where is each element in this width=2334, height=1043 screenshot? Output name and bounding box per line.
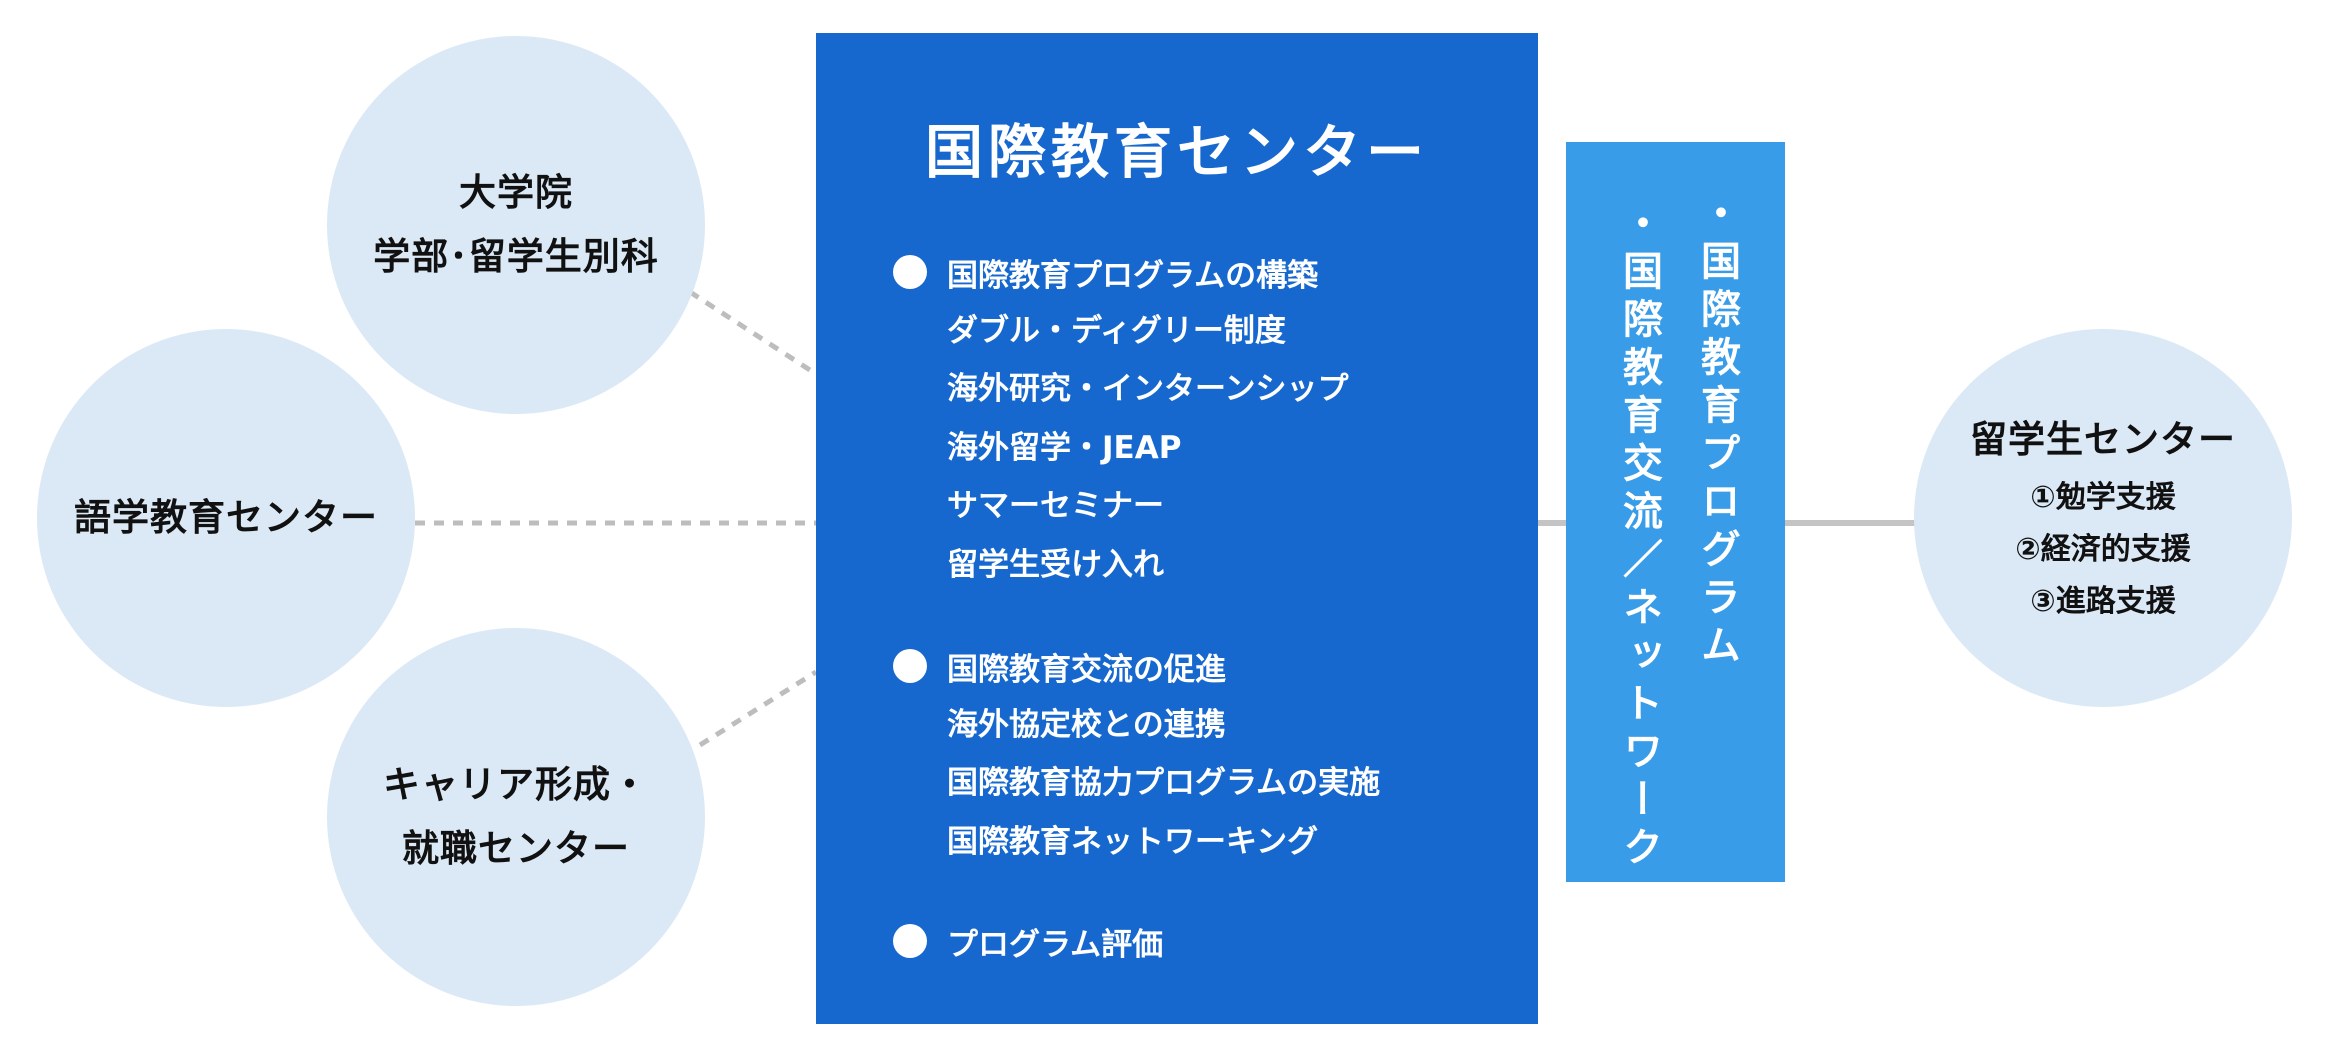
intl-circle-item-1: ①勉学支援 — [2030, 480, 2176, 515]
group-heading: 国際教育交流の促進 — [947, 651, 1226, 688]
graduate-undergrad-circle: 大学院 学部･留学生別科 — [327, 36, 705, 414]
grad-circle-line1: 大学院 — [459, 171, 573, 214]
intl-student-center-circle: 留学生センター ①勉学支援 ②経済的支援 ③進路支援 — [1914, 329, 2292, 707]
intl-circle-title: 留学生センター — [1970, 418, 2236, 461]
connector-career — [698, 669, 818, 748]
bullet-icon — [893, 649, 927, 684]
group-item: 海外留学・JEAP — [947, 429, 1182, 466]
intl-circle-item-2: ②経済的支援 — [2015, 532, 2191, 567]
career-circle-line1: キャリア形成・ — [383, 763, 649, 806]
group-item: サマーセミナー — [947, 488, 1164, 524]
group-item: ダブル・ディグリー制度 — [947, 312, 1286, 349]
career-center-circle: キャリア形成・ 就職センター — [327, 628, 705, 1006]
language-center-circle: 語学教育センター — [37, 329, 415, 707]
lang-circle-label: 語学教育センター — [74, 496, 378, 539]
group-item: 国際教育ネットワーキング — [947, 823, 1319, 860]
group-item: 国際教育協力プログラムの実施 — [947, 765, 1381, 801]
intl-education-center-box: 国際教育センター 国際教育プログラムの構築 ダブル・ディグリー制度 海外研究・イ… — [816, 33, 1538, 1024]
connector-grad — [688, 289, 818, 377]
grad-circle-line2: 学部･留学生別科 — [373, 235, 659, 278]
main-box-title: 国際教育センター — [924, 118, 1429, 186]
network-box: ・国際教育プログラム ・国際教育交流／ネットワーク — [1566, 142, 1785, 882]
network-program-label: ・国際教育プログラム — [1694, 192, 1740, 672]
bullet-icon — [893, 255, 927, 290]
group-item: 海外協定校との連携 — [947, 706, 1226, 743]
group-heading: 国際教育プログラムの構築 — [947, 257, 1319, 294]
network-exchange-label: ・国際教育交流／ネットワーク — [1616, 202, 1662, 874]
career-circle-line2: 就職センター — [402, 827, 630, 870]
group-exchange-promotion: 国際教育交流の促進 海外協定校との連携 国際教育協力プログラムの実施 国際教育ネ… — [893, 637, 1380, 871]
group-program-evaluation: プログラム評価 — [893, 912, 1163, 971]
group-heading: プログラム評価 — [947, 926, 1164, 963]
bullet-icon — [893, 924, 927, 959]
group-item: 海外研究・インターンシップ — [947, 371, 1349, 407]
intl-circle-item-3: ③進路支援 — [2030, 584, 2176, 619]
group-item: 留学生受け入れ — [947, 546, 1164, 583]
group-program-building: 国際教育プログラムの構築 ダブル・ディグリー制度 海外研究・インターンシップ 海… — [893, 243, 1348, 594]
